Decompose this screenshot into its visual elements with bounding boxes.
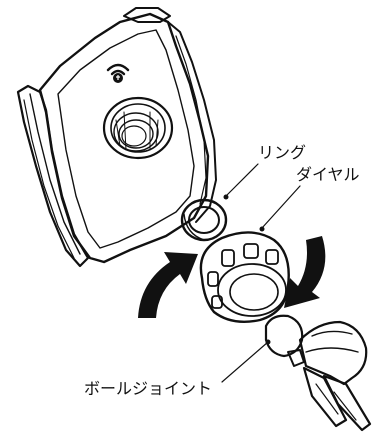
- rotation-arrow-left: [138, 252, 198, 318]
- right-clamp-rail: [167, 21, 217, 223]
- label-ring: リング: [258, 143, 306, 162]
- right-clamp-rail-inner: [175, 35, 207, 205]
- vent-clip-ball-joint: [221, 314, 372, 432]
- holder-face-panel: [57, 29, 195, 249]
- label-ball-joint: ボールジョイント: [84, 379, 212, 398]
- ball-joint-leader-line: [221, 341, 269, 383]
- rotation-arrow-right: [284, 236, 326, 308]
- ball-joint-ball: [264, 314, 304, 358]
- vent-clip-prong-lower: [302, 366, 348, 428]
- ring-part: [180, 163, 259, 242]
- vent-clip-body: [298, 320, 368, 386]
- vent-clip-prong-upper: [322, 374, 372, 432]
- ring-leader-line: [225, 163, 259, 197]
- dial-leader-line: [261, 185, 301, 229]
- wireless-charging-icon: [106, 63, 130, 83]
- left-clamp-arm-ridge-2: [23, 99, 75, 259]
- top-clamp-tab: [123, 7, 171, 23]
- rear-mount-socket: [102, 96, 174, 160]
- phone-holder-body: [16, 7, 217, 268]
- label-dial: ダイヤル: [296, 165, 360, 184]
- dial-part: [199, 185, 301, 323]
- left-clamp-arm-ridge: [29, 93, 81, 255]
